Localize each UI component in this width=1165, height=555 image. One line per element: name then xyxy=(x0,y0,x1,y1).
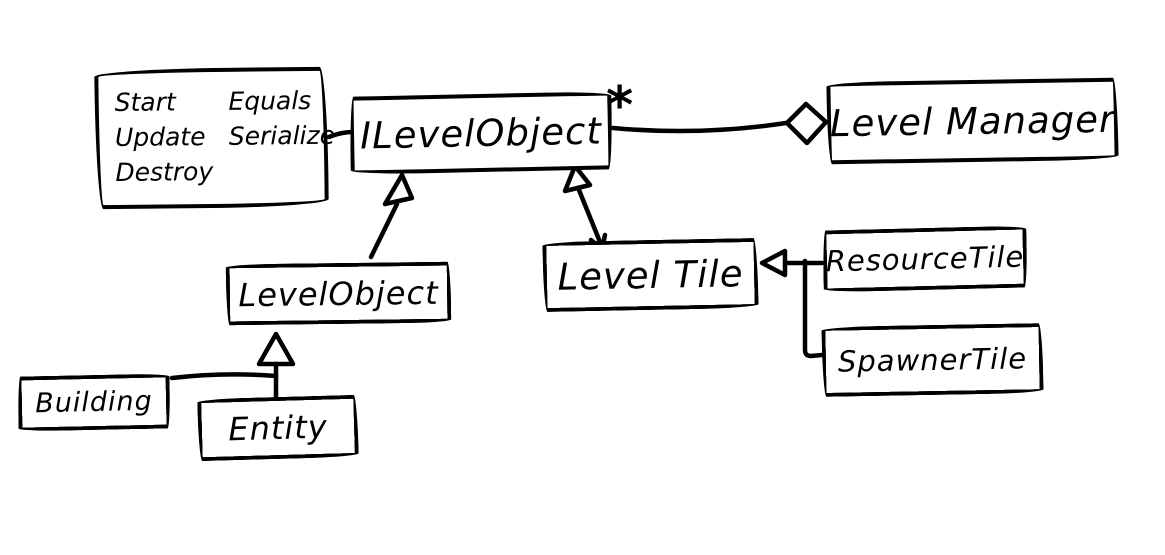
method-equals: Equals xyxy=(228,85,312,116)
class-box-building: Building xyxy=(17,373,171,432)
class-label-levelmanager: Level Manager xyxy=(829,97,1116,145)
class-box-levelmanager: Level Manager xyxy=(826,77,1119,165)
class-box-entity: Entity xyxy=(197,394,359,462)
inheritance-triangle-levelobject-icon xyxy=(256,331,296,367)
edge-ilevelobject-levelmanager xyxy=(610,120,789,134)
edge-ilevelobject-leveltile xyxy=(576,187,605,250)
class-box-resourcetile: ResourceTile xyxy=(822,225,1028,293)
aggregation-diamond-icon xyxy=(784,101,829,146)
class-label-levelobject: LevelObject xyxy=(238,273,439,314)
realization-triangle-levelobject-icon xyxy=(382,172,415,207)
inheritance-triangle-leveltile-icon xyxy=(759,248,788,278)
edge-levelobject-ilevelobject xyxy=(368,201,400,260)
class-label-spawnertile: SpawnerTile xyxy=(837,341,1028,379)
method-list: Start Update Destroy Equals Serialize xyxy=(114,83,335,190)
class-label-entity: Entity xyxy=(227,407,329,449)
method-start: Start xyxy=(114,87,176,118)
class-box-spawnertile: SpawnerTile xyxy=(821,323,1044,397)
class-label-leveltile: Level Tile xyxy=(557,251,744,299)
class-box-levelobject: LevelObject xyxy=(225,261,452,326)
class-label-resourcetile: ResourceTile xyxy=(825,239,1025,279)
multiplicity-star: * xyxy=(606,76,634,136)
edge-spawnertile-leveltile xyxy=(802,258,825,359)
method-destroy: Destroy xyxy=(115,156,214,188)
method-serialize: Serialize xyxy=(228,120,336,151)
class-label-ilevelobject: ILevelObject xyxy=(359,108,603,158)
method-update: Update xyxy=(114,122,206,153)
edge-building-levelobject xyxy=(169,372,279,381)
class-box-ilevelobject-methods: Start Update Destroy Equals Serialize xyxy=(94,66,335,210)
class-label-building: Building xyxy=(34,385,154,420)
realization-triangle-leveltile-icon xyxy=(562,163,593,194)
class-box-leveltile: Level Tile xyxy=(542,237,759,313)
class-box-ilevelobject: ILevelObject xyxy=(349,91,613,175)
